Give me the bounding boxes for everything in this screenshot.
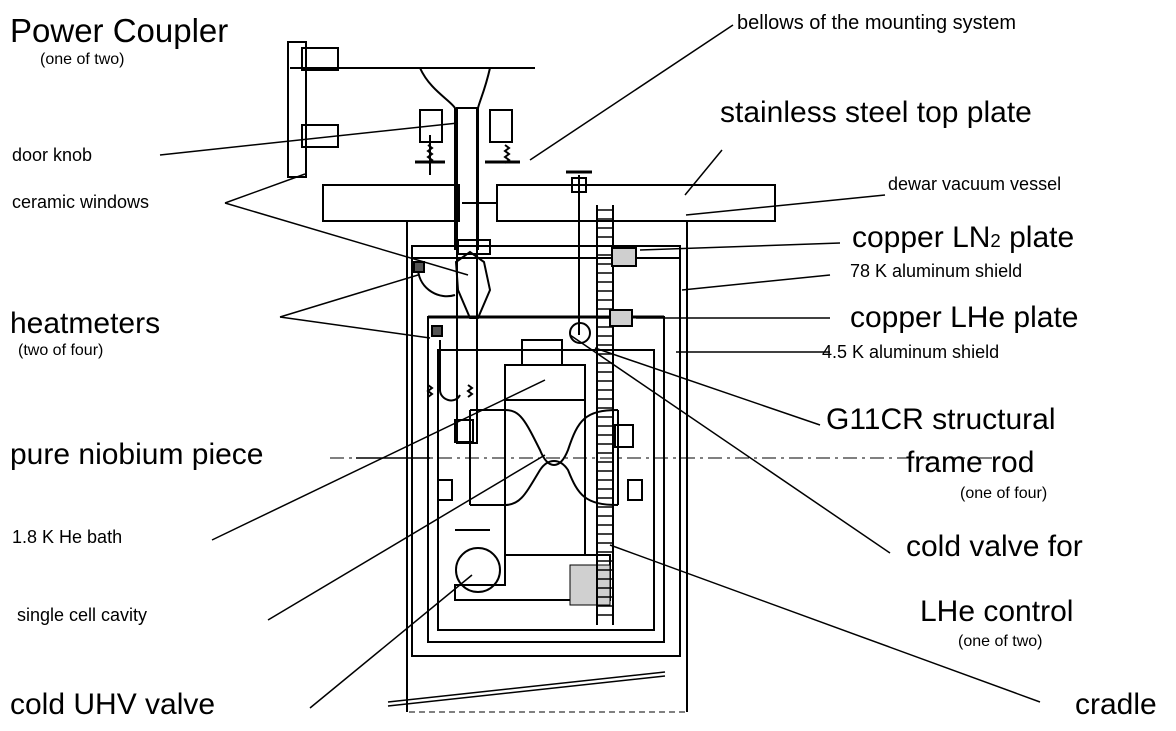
label-heatmeters: heatmeters	[10, 307, 161, 340]
leader-lines	[160, 25, 1040, 708]
label-ln2-plate: copper LN2 plate	[852, 223, 1074, 253]
stainless-top-plate	[323, 185, 775, 221]
label-bellows: bellows of the mounting system	[737, 12, 1017, 34]
label-cold-valve-line2: LHe control	[920, 595, 1074, 628]
label-lhe-plate: copper LHe plate	[850, 301, 1079, 334]
single-cell-cavity	[438, 410, 642, 505]
label-niobium: pure niobium piece	[10, 438, 264, 471]
label-heatmeters-note: (two of four)	[18, 342, 104, 359]
label-ln2-sub: 2	[990, 230, 1001, 251]
label-ln2-suffix: plate	[1000, 221, 1075, 254]
label-power-coupler: Power Coupler	[10, 12, 229, 49]
label-g11cr-line1: G11CR structural	[826, 403, 1056, 436]
label-g11cr-note: (one of four)	[960, 485, 1048, 502]
label-ceramic-windows: ceramic windows	[12, 192, 150, 212]
frame-rod	[597, 205, 613, 625]
power-coupler	[288, 42, 535, 443]
label-cradle: cradle	[1075, 688, 1157, 721]
dewar-vessel	[407, 222, 687, 712]
niobium-piece	[505, 365, 585, 400]
heatmeters	[414, 262, 460, 400]
label-ln2-prefix: copper LN	[852, 221, 991, 254]
label-single-cell: single cell cavity	[17, 605, 148, 625]
cold-uhv-valve	[456, 548, 500, 592]
support-rails	[388, 672, 665, 706]
label-g11cr-line2: frame rod	[906, 446, 1035, 479]
label-dewar: dewar vacuum vessel	[888, 174, 1062, 194]
cradle	[455, 400, 610, 605]
label-power-coupler-note: (one of two)	[40, 51, 125, 68]
label-cold-valve-line1: cold valve for	[906, 530, 1083, 563]
cold-valve-circle	[570, 323, 590, 343]
label-shield-78k: 78 K aluminum shield	[850, 261, 1023, 281]
label-cold-valve-note: (one of two)	[958, 633, 1043, 650]
label-top-plate: stainless steel top plate	[720, 96, 1032, 129]
label-cold-uhv: cold UHV valve	[10, 688, 216, 721]
shield-78k	[412, 246, 680, 656]
label-he-bath: 1.8 K He bath	[12, 527, 123, 547]
mounting-rod	[566, 172, 592, 335]
label-shield-45k: 4.5 K aluminum shield	[822, 342, 1000, 362]
label-door-knob: door knob	[12, 145, 93, 165]
